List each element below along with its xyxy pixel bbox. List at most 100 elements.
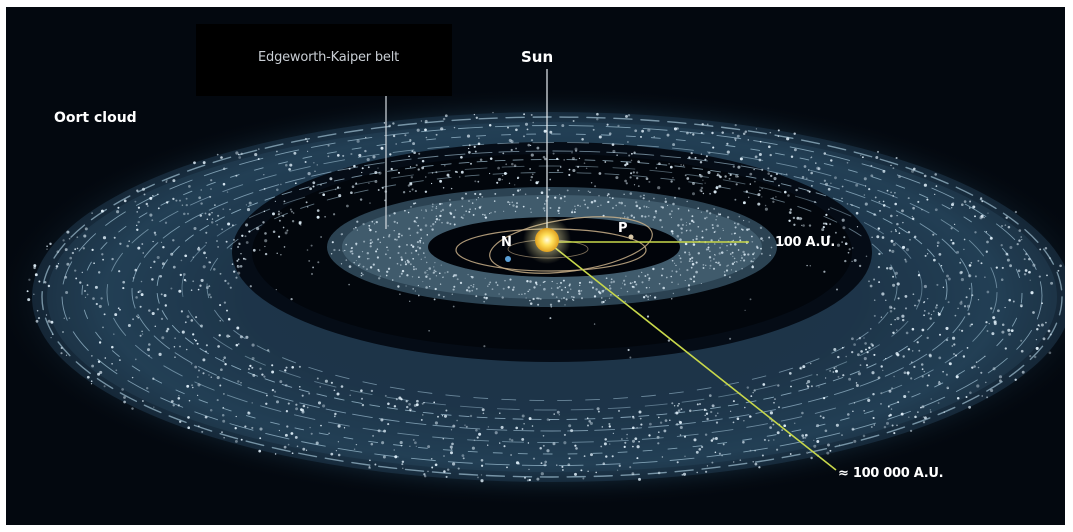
comet-particle — [829, 223, 832, 226]
comet-particle — [671, 281, 673, 284]
comet-particle — [603, 442, 607, 446]
comet-particle — [164, 221, 168, 224]
comet-particle — [498, 293, 500, 295]
comet-particle — [1042, 337, 1046, 341]
comet-particle — [91, 364, 95, 368]
comet-particle — [558, 414, 561, 416]
comet-particle — [424, 271, 427, 274]
comet-particle — [697, 252, 701, 255]
comet-particle — [813, 444, 817, 448]
comet-particle — [146, 205, 149, 207]
comet-particle — [468, 151, 471, 154]
comet-particle — [1024, 269, 1028, 272]
comet-particle — [917, 411, 919, 413]
comet-particle — [835, 369, 838, 373]
comet-particle — [898, 232, 901, 235]
comet-particle — [288, 168, 291, 171]
comet-particle — [145, 202, 149, 206]
comet-particle — [298, 222, 302, 225]
comet-particle — [752, 264, 754, 267]
comet-particle — [666, 133, 670, 137]
comet-particle — [475, 288, 478, 290]
comet-particle — [75, 277, 78, 280]
comet-particle — [596, 407, 600, 411]
comet-particle — [610, 278, 613, 281]
comet-particle — [712, 258, 715, 260]
comet-particle — [441, 415, 444, 417]
comet-particle — [360, 272, 363, 274]
comet-particle — [151, 278, 154, 281]
comet-particle — [934, 173, 937, 176]
comet-particle — [583, 162, 586, 164]
comet-particle — [385, 253, 387, 256]
comet-particle — [478, 432, 482, 436]
comet-particle — [343, 427, 346, 429]
comet-particle — [911, 215, 913, 218]
comet-particle — [263, 210, 266, 213]
comet-particle — [685, 230, 688, 232]
comet-particle — [905, 331, 909, 335]
comet-particle — [552, 152, 555, 155]
comet-particle — [222, 208, 225, 210]
comet-particle — [527, 442, 530, 444]
comet-particle — [174, 337, 176, 340]
comet-particle — [409, 408, 412, 412]
comet-particle — [624, 163, 627, 167]
comet-particle — [707, 248, 710, 251]
comet-particle — [426, 234, 428, 236]
comet-particle — [387, 225, 389, 227]
comet-particle — [122, 287, 125, 290]
comet-particle — [690, 266, 693, 269]
comet-particle — [907, 390, 910, 393]
comet-particle — [752, 260, 754, 263]
comet-particle — [752, 391, 754, 394]
comet-particle — [494, 192, 497, 195]
comet-particle — [736, 261, 738, 263]
comet-particle — [304, 137, 307, 140]
comet-particle — [495, 281, 498, 284]
comet-particle — [773, 439, 775, 441]
comet-particle — [863, 337, 865, 339]
comet-particle — [449, 199, 451, 201]
comet-particle — [890, 191, 893, 194]
comet-particle — [272, 212, 275, 216]
comet-particle — [190, 289, 193, 291]
comet-particle — [501, 178, 503, 181]
comet-particle — [278, 235, 281, 238]
comet-particle — [781, 429, 783, 431]
comet-particle — [529, 179, 532, 181]
comet-particle — [295, 403, 298, 406]
comet-particle — [410, 252, 413, 254]
comet-particle — [680, 261, 682, 263]
comet-particle — [824, 377, 827, 379]
comet-particle — [407, 211, 410, 214]
comet-particle — [530, 113, 533, 116]
comet-particle — [481, 408, 485, 412]
comet-particle — [355, 242, 358, 245]
comet-particle — [351, 252, 354, 255]
comet-particle — [558, 212, 560, 215]
comet-particle — [578, 157, 581, 160]
comet-particle — [963, 248, 965, 251]
comet-particle — [294, 182, 297, 185]
comet-particle — [971, 366, 974, 369]
comet-particle — [768, 236, 771, 239]
comet-particle — [714, 436, 718, 441]
comet-particle — [655, 212, 657, 214]
comet-particle — [1001, 323, 1005, 327]
comet-particle — [914, 415, 917, 419]
comet-particle — [933, 258, 936, 262]
comet-particle — [572, 299, 575, 301]
comet-particle — [629, 176, 632, 179]
comet-particle — [911, 361, 913, 363]
comet-particle — [240, 438, 243, 441]
comet-particle — [827, 235, 831, 239]
comet-particle — [881, 236, 885, 239]
comet-particle — [271, 388, 275, 392]
comet-particle — [86, 375, 90, 379]
comet-particle — [441, 208, 445, 212]
comet-particle — [737, 165, 741, 169]
comet-particle — [208, 374, 210, 376]
comet-particle — [410, 206, 412, 208]
comet-particle — [671, 270, 673, 272]
